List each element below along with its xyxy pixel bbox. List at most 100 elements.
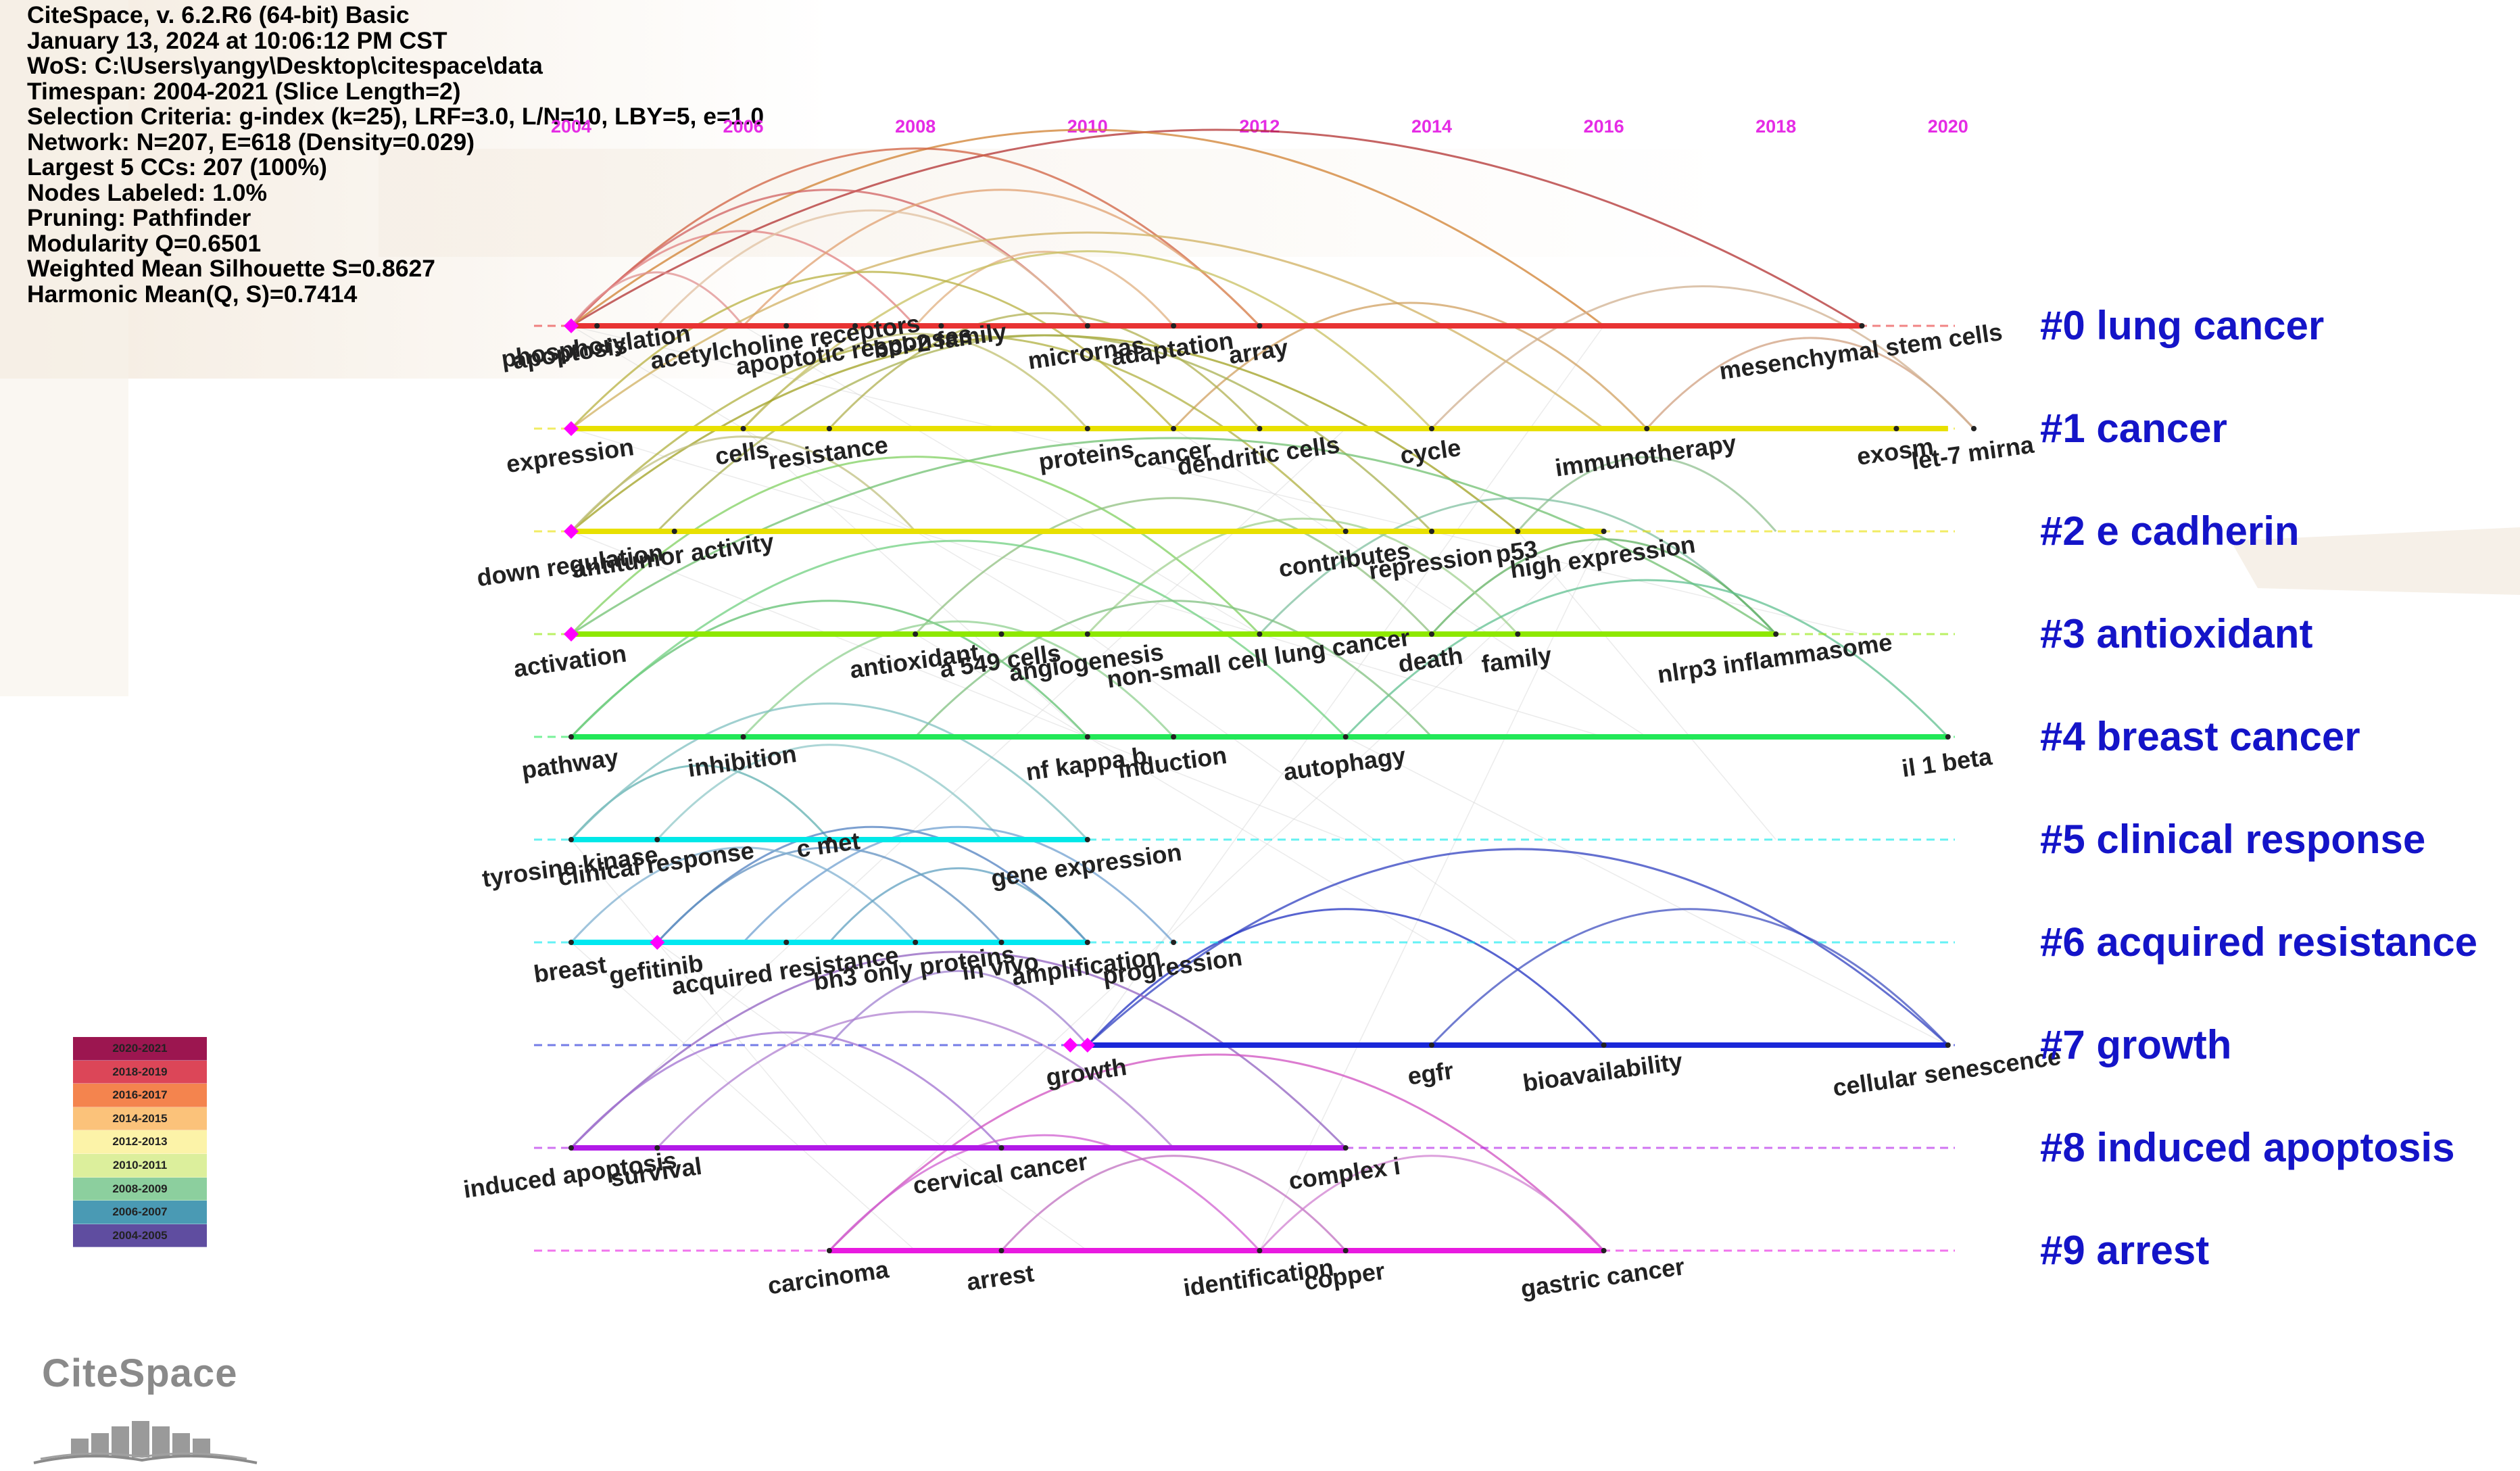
- keyword-node[interactable]: [568, 837, 574, 842]
- legend-row: 2012-2013: [73, 1130, 207, 1154]
- keyword-label: arrest: [965, 1259, 1036, 1296]
- co-occurrence-arc: [570, 456, 1261, 635]
- keyword-node[interactable]: [1084, 631, 1090, 637]
- cross-link: [656, 942, 1088, 1251]
- keyword-node[interactable]: [654, 837, 660, 842]
- keyword-node[interactable]: [913, 940, 919, 945]
- cluster-label: #9 arrest: [2040, 1228, 2209, 1273]
- co-occurrence-arc: [1430, 908, 1949, 1046]
- keyword-node[interactable]: [1171, 734, 1177, 740]
- keyword-node[interactable]: [998, 1248, 1004, 1253]
- co-occurrence-arc: [570, 1031, 1002, 1149]
- keyword-node[interactable]: [1429, 426, 1434, 431]
- co-occurrence-arc: [828, 1134, 1261, 1252]
- co-occurrence-arc: [570, 334, 1347, 533]
- summary-line-selection: Selection Criteria: g-index (k=25), LRF=…: [27, 103, 765, 130]
- keyword-node[interactable]: [826, 837, 832, 842]
- keyword-node[interactable]: [1773, 631, 1779, 637]
- co-occurrence-arcs: [570, 128, 1975, 1252]
- keyword-node[interactable]: [1601, 1042, 1607, 1048]
- keyword-node[interactable]: [826, 1248, 832, 1253]
- keyword-node[interactable]: [913, 631, 919, 637]
- burst-node-icon[interactable]: [650, 935, 665, 950]
- year-tick-label: 2014: [1411, 116, 1452, 137]
- keyword-label: inhibition: [686, 740, 798, 782]
- keyword-node[interactable]: [852, 323, 858, 329]
- keyword-node[interactable]: [568, 1145, 574, 1151]
- burst-node-icon[interactable]: [1080, 1038, 1095, 1053]
- keyword-node[interactable]: [783, 940, 790, 945]
- year-tick-label: 2004: [551, 116, 591, 137]
- keyword-node[interactable]: [1945, 1042, 1951, 1048]
- burst-node-icon[interactable]: [564, 627, 579, 642]
- cross-link: [743, 325, 1260, 635]
- keyword-node[interactable]: [783, 323, 790, 329]
- burst-node-icon[interactable]: [564, 421, 579, 436]
- cluster-label: #5 clinical response: [2040, 817, 2425, 862]
- keyword-label: activation: [512, 640, 628, 683]
- keyword-node[interactable]: [1342, 1248, 1349, 1253]
- keyword-node[interactable]: [1429, 1042, 1434, 1048]
- keyword-node[interactable]: [1429, 631, 1434, 637]
- burst-node-icon[interactable]: [1063, 1038, 1078, 1053]
- keyword-node[interactable]: [671, 529, 677, 534]
- keyword-node[interactable]: [568, 734, 574, 740]
- year-tick-label: 2010: [1067, 116, 1108, 137]
- keyword-node[interactable]: [1084, 837, 1090, 842]
- burst-node-icon[interactable]: [564, 318, 579, 333]
- summary-line-source: WoS: C:\Users\yangy\Desktop\citespace\da…: [27, 52, 543, 79]
- keyword-node[interactable]: [1893, 426, 1899, 431]
- keyword-node[interactable]: [998, 940, 1004, 945]
- keyword-node[interactable]: [1257, 1248, 1263, 1253]
- keyword-node[interactable]: [1601, 1248, 1607, 1253]
- co-occurrence-arc: [656, 846, 1002, 944]
- keyword-node[interactable]: [1515, 529, 1521, 534]
- keyword-node[interactable]: [1171, 323, 1177, 329]
- keyword-node[interactable]: [826, 426, 832, 431]
- co-occurrence-arc: [828, 1053, 1605, 1252]
- keyword-node[interactable]: [998, 1145, 1004, 1151]
- keyword-node[interactable]: [1644, 426, 1650, 431]
- keyword-node[interactable]: [1084, 940, 1090, 945]
- keyword-node[interactable]: [1429, 529, 1434, 534]
- keyword-node[interactable]: [1171, 426, 1177, 431]
- keyword-node[interactable]: [1859, 323, 1865, 329]
- keyword-label: gastric cancer: [1519, 1252, 1686, 1303]
- co-occurrence-arc: [1259, 1155, 1605, 1252]
- keyword-node[interactable]: [1084, 426, 1090, 431]
- keyword-node[interactable]: [1171, 940, 1177, 945]
- cross-link: [1259, 531, 1605, 1251]
- keyword-node[interactable]: [1515, 631, 1521, 637]
- keyword-node[interactable]: [654, 1145, 660, 1151]
- keyword-node[interactable]: [740, 426, 746, 431]
- keyword-node[interactable]: [1084, 323, 1090, 329]
- legend-row: 2014-2015: [73, 1107, 207, 1131]
- keyword-node[interactable]: [1342, 734, 1349, 740]
- cross-link: [1173, 428, 1647, 738]
- cross-link: [571, 428, 1604, 738]
- co-occurrence-arc: [570, 147, 1261, 327]
- keyword-node[interactable]: [1601, 529, 1607, 534]
- cross-link: [571, 839, 830, 1149]
- keyword-node[interactable]: [1257, 631, 1263, 637]
- keyword-node[interactable]: [1945, 734, 1951, 740]
- summary-line-harmonic: Harmonic Mean(Q, S)=0.7414: [27, 280, 358, 308]
- keyword-node[interactable]: [568, 940, 574, 945]
- co-occurrence-arc: [571, 128, 1605, 327]
- keyword-node[interactable]: [938, 323, 944, 329]
- legend-row: 2008-2009: [73, 1177, 207, 1201]
- keyword-node[interactable]: [1970, 426, 1977, 431]
- summary-line-timespan: Timespan: 2004-2021 (Slice Length=2): [27, 77, 461, 105]
- keyword-node[interactable]: [1257, 426, 1263, 431]
- burst-node-icon[interactable]: [564, 524, 579, 539]
- keyword-node[interactable]: [998, 631, 1004, 637]
- legend-row: 2018-2019: [73, 1060, 207, 1084]
- keyword-node[interactable]: [1342, 1145, 1349, 1151]
- keyword-node[interactable]: [1257, 323, 1263, 329]
- keyword-node[interactable]: [1084, 734, 1090, 740]
- keyword-node[interactable]: [1342, 529, 1349, 534]
- keyword-node[interactable]: [740, 734, 746, 740]
- keyword-node[interactable]: [594, 323, 600, 329]
- year-tick-label: 2006: [723, 116, 764, 137]
